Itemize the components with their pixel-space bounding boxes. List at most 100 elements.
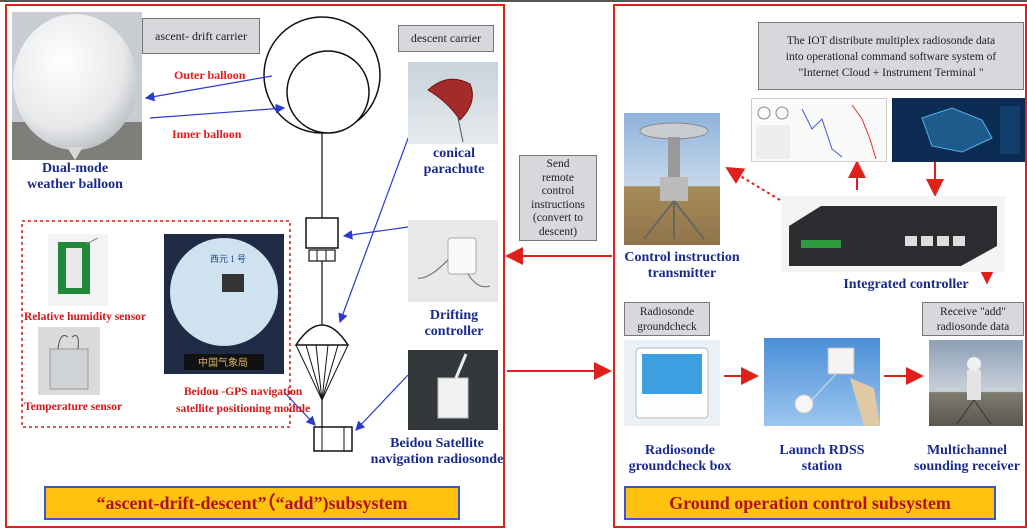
humidity-sensor-image bbox=[58, 237, 99, 294]
send-line1: Send bbox=[546, 158, 570, 170]
groundcheck-line2: groundcheck bbox=[637, 321, 697, 333]
parachute-photo bbox=[408, 62, 498, 144]
receiver-line1: Multichannel bbox=[926, 443, 1008, 458]
gc-label-line2: groundcheck box bbox=[628, 459, 732, 474]
dual-mode-label: Dual-mode weather balloon bbox=[20, 161, 130, 193]
ascent-drift-carrier-box: ascent- drift carrier bbox=[142, 18, 260, 54]
software-chart-image bbox=[756, 104, 877, 160]
conical-parachute-label: conical parachute bbox=[408, 146, 500, 178]
receiver-photo bbox=[929, 340, 1023, 426]
top-rule bbox=[0, 0, 1027, 2]
drifting-line2: controller bbox=[424, 324, 484, 339]
add-subsystem-panel bbox=[5, 4, 505, 528]
send-line5: (convert to bbox=[532, 212, 584, 224]
radiosonde-shape bbox=[313, 426, 353, 452]
temperature-sensor-image bbox=[49, 335, 89, 390]
controller-to-transmitter-arrow bbox=[725, 166, 781, 201]
receiver-line2: sounding receiver bbox=[914, 459, 1020, 474]
humidity-sensor-photo bbox=[48, 234, 108, 306]
send-line3: control bbox=[541, 185, 575, 197]
transmitter-line1: Control instruction bbox=[624, 250, 740, 265]
groundcheck-line1: Radiosonde bbox=[639, 306, 695, 318]
iot-line1: The IOT distribute multiplex radiosonde … bbox=[786, 35, 996, 47]
receiver-label: Multichannel sounding receiver bbox=[906, 443, 1027, 475]
gps-line1: Beidou -GPS navigation bbox=[184, 386, 303, 398]
groundcheck-photo bbox=[624, 340, 720, 426]
integrated-controller-label: Integrated controller bbox=[843, 277, 969, 292]
drifting-controller-label: Drifting controller bbox=[408, 308, 500, 340]
drifting-line1: Drifting bbox=[429, 308, 479, 323]
transmitter-label: Control instruction transmitter bbox=[614, 250, 750, 282]
launch-station-label: Launch RDSS station bbox=[760, 443, 884, 475]
module-arrow bbox=[283, 391, 316, 426]
integrated-controller-image bbox=[789, 206, 997, 266]
groundcheck-image bbox=[635, 347, 709, 419]
software-chart-screenshot bbox=[751, 98, 887, 162]
drifting-controller-shape bbox=[305, 217, 339, 249]
chip-label: 西元 1 号 bbox=[210, 254, 246, 264]
launch-line1: Launch RDSS bbox=[779, 443, 865, 458]
radiosonde-image bbox=[437, 353, 469, 419]
parachute-shape bbox=[294, 324, 350, 346]
receive-line2: radiosonde data bbox=[936, 321, 1010, 333]
humidity-sensor-label: Relative humidity sensor bbox=[24, 311, 147, 323]
transmitter-line2: transmitter bbox=[647, 266, 717, 281]
ground-control-panel bbox=[613, 4, 1027, 528]
gps-module-photo: 西元 1 号 中国气象局 bbox=[164, 234, 284, 374]
iot-line3: "Internet Cloud + Instrument Terminal " bbox=[798, 67, 984, 79]
balloon-train-diagram bbox=[21, 16, 411, 452]
receive-data-box: Receive "add" radiosonde data bbox=[922, 302, 1024, 336]
software-map-screenshot bbox=[892, 98, 1025, 162]
descent-carrier-box: descent carrier bbox=[398, 25, 494, 52]
iot-description-box: The IOT distribute multiplex radiosonde … bbox=[758, 22, 1024, 90]
software-map-image bbox=[921, 106, 1020, 154]
beidou-radiosonde-photo bbox=[408, 350, 498, 430]
sonde-arrow bbox=[355, 374, 409, 431]
gps-module-image: 西元 1 号 中国气象局 bbox=[170, 238, 278, 370]
send-line6: descent) bbox=[538, 225, 578, 238]
add-subsystem-banner: “ascent-drift-descent”（“add”)subsystem bbox=[44, 486, 460, 520]
receiver-image bbox=[956, 357, 992, 425]
drifting-controller-image bbox=[417, 237, 491, 288]
drifting-arrow bbox=[342, 226, 409, 240]
receive-line1: Receive "add" bbox=[940, 306, 1006, 318]
beidou-sonde-line1: Beidou Satellite bbox=[390, 436, 484, 451]
iot-line2: into operational command software system… bbox=[785, 51, 997, 63]
send-instructions-box: Send remote control instructions (conver… bbox=[519, 155, 597, 241]
dual-mode-line1: Dual-mode bbox=[41, 161, 109, 176]
sensor-group-box bbox=[21, 220, 291, 428]
inner-balloon-shape bbox=[286, 50, 370, 134]
weather-balloon-photo bbox=[12, 12, 142, 160]
gps-line2: satellite positioning module bbox=[176, 403, 311, 415]
beidou-sonde-line2: navigation radiosonde bbox=[370, 452, 504, 467]
outer-balloon-arrow bbox=[144, 75, 273, 102]
ground-subsystem-banner: Ground operation control subsystem bbox=[624, 486, 996, 520]
groundcheck-box: Radiosonde groundcheck bbox=[624, 302, 710, 336]
inner-balloon-label: Inner balloon bbox=[172, 127, 242, 141]
inner-balloon-arrow bbox=[149, 103, 286, 119]
transmitter-image bbox=[639, 122, 709, 240]
gps-module-label: Beidou -GPS navigation satellite positio… bbox=[176, 384, 310, 418]
outer-balloon-label: Outer balloon bbox=[174, 68, 246, 82]
transmitter-photo bbox=[624, 113, 720, 245]
integrated-controller-photo bbox=[781, 196, 1005, 272]
conical-line2: parachute bbox=[423, 162, 485, 177]
launch-image bbox=[794, 347, 880, 426]
drifting-controller-photo bbox=[408, 220, 498, 302]
balloon-image bbox=[12, 12, 142, 160]
gc-label-line1: Radiosonde bbox=[644, 443, 716, 458]
parachute-image bbox=[427, 78, 473, 143]
temperature-sensor-label: Temperature sensor bbox=[24, 401, 123, 413]
dual-mode-line2: weather balloon bbox=[27, 177, 123, 192]
parachute-arrow bbox=[338, 132, 411, 324]
plaque-label: 中国气象局 bbox=[198, 356, 248, 369]
beidou-radiosonde-label: Beidou Satellite navigation radiosonde bbox=[370, 436, 504, 468]
send-line4: instructions bbox=[531, 198, 585, 211]
conical-line1: conical bbox=[433, 146, 475, 161]
launch-line2: station bbox=[801, 459, 843, 474]
send-line2: remote bbox=[542, 171, 574, 184]
groundcheck-label: Radiosonde groundcheck box bbox=[618, 443, 742, 475]
temperature-sensor-photo bbox=[38, 327, 100, 395]
launch-photo bbox=[764, 338, 880, 426]
